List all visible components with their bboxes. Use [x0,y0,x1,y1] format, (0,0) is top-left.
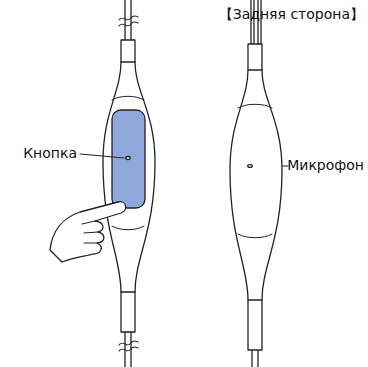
remote-back [230,44,282,350]
remote-front [103,40,155,332]
pointing-hand [50,202,126,262]
part-name: Микрофон [287,157,364,174]
view-caption: 【Задняя сторона】 [219,6,364,23]
leader-line [80,154,124,158]
part-name: Кнопка [23,145,77,162]
